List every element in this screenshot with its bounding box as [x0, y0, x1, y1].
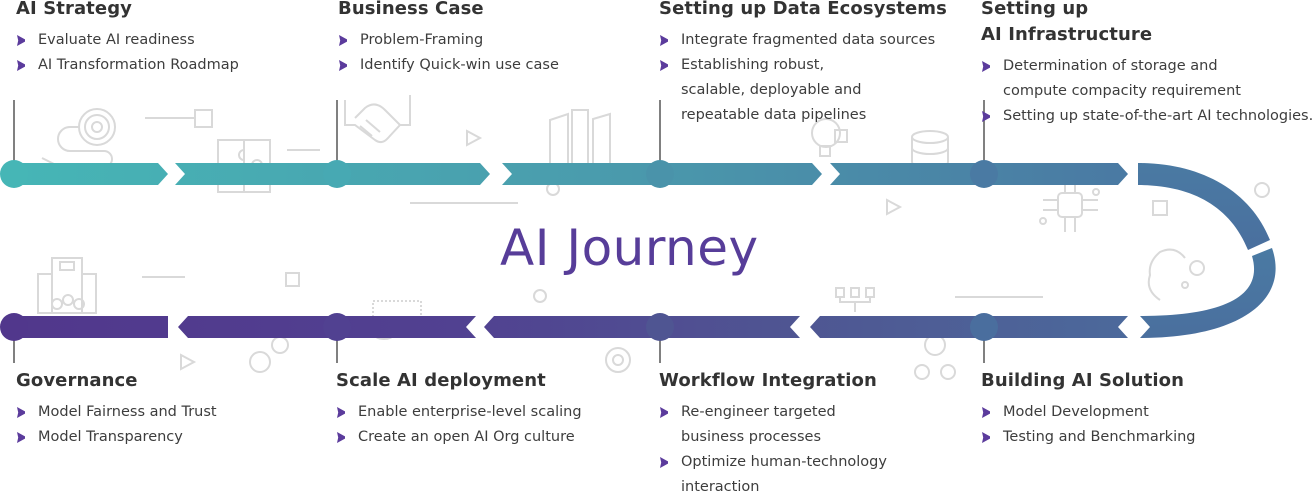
stage-items: Evaluate AI readiness AI Transformation …: [16, 28, 316, 78]
bullet-icon: [339, 60, 347, 71]
organization-icon: [37, 257, 97, 314]
bullet-icon: [337, 432, 345, 443]
gear-icon: [249, 336, 289, 373]
stage-data-ecosystems: Setting up Data Ecosystems Integrate fra…: [659, 0, 949, 128]
play-triangle-decor: [466, 129, 483, 147]
list-item: Model Transparency: [16, 425, 316, 450]
bullet-icon: [17, 35, 25, 46]
list-item: Evaluate AI readiness: [16, 28, 316, 53]
decor-square: [1152, 200, 1168, 216]
list-item: Setting up state-of-the-art AI technolog…: [981, 104, 1312, 129]
stage-node: [970, 160, 998, 188]
stage-governance: Governance Model Fairness and Trust Mode…: [16, 368, 316, 450]
stage-node: [323, 313, 351, 341]
gears-icon: [914, 334, 956, 380]
stage-heading: Setting up Data Ecosystems: [659, 0, 947, 19]
play-triangle-decor: [180, 353, 197, 371]
stage-items: Problem-Framing Identify Quick-win use c…: [338, 28, 638, 78]
track-segment-arrow-right: [8, 163, 168, 185]
stage-node: [970, 313, 998, 341]
buildings-icon: [549, 109, 611, 165]
list-item: Testing and Benchmarking: [981, 425, 1301, 450]
list-item: Integrate fragmented data sources: [659, 28, 949, 53]
stage-heading: Governance: [16, 370, 138, 391]
stage-nodes: [0, 100, 998, 363]
stage-node: [646, 160, 674, 188]
target-icon: [41, 108, 116, 169]
track-curve-upper: [1138, 163, 1270, 250]
bullet-icon: [660, 407, 668, 418]
bullet-icon: [660, 60, 668, 71]
list-item: Problem-Framing: [338, 28, 638, 53]
ai-head-gear-icon: [1147, 248, 1205, 301]
stage-heading: Business Case: [338, 0, 484, 19]
list-item: Establishing robust, scalable, deployabl…: [659, 53, 891, 128]
list-item: AI Transformation Roadmap: [16, 53, 316, 78]
bullet-icon: [339, 35, 347, 46]
ai-chip-icon: [1039, 185, 1100, 232]
handshake-icon: [344, 95, 411, 144]
bullet-icon: [337, 407, 345, 418]
bullet-icon: [982, 111, 990, 122]
stage-heading: Scale AI deployment: [336, 370, 546, 391]
stage-node: [0, 313, 28, 341]
stage-heading: AI Strategy: [16, 0, 133, 19]
stage-node: [646, 313, 674, 341]
stage-ai-strategy: AI Strategy Evaluate AI readiness AI Tra…: [16, 0, 316, 78]
stage-node: [323, 160, 351, 188]
list-item: Enable enterprise-level scaling: [336, 400, 646, 425]
list-item: Model Fairness and Trust: [16, 400, 316, 425]
list-item: Determination of storage and compute com…: [981, 54, 1248, 104]
bullet-icon: [982, 407, 990, 418]
list-item: Identify Quick-win use case: [338, 53, 638, 78]
track-curve-lower: [1140, 248, 1276, 338]
bullet-icon: [982, 432, 990, 443]
decor-square: [194, 109, 213, 128]
decor-square: [285, 272, 300, 287]
org-chart-icon: [835, 287, 875, 312]
stage-items: Determination of storage and compute com…: [981, 54, 1312, 129]
stage-building-ai-solution: Building AI Solution Model Development T…: [981, 368, 1301, 450]
bullet-icon: [982, 61, 990, 72]
track-segment-arrow-left: [810, 316, 1128, 338]
stage-heading: Building AI Solution: [981, 370, 1185, 391]
diagram-title: AI Journey: [500, 219, 759, 277]
track-segment-arrow-left: [484, 316, 800, 338]
track-segment-arrow-left: [8, 316, 168, 338]
list-item: Optimize human-technology interaction: [659, 450, 916, 500]
bullet-icon: [660, 457, 668, 468]
list-item: Re-engineer targeted business processes: [659, 400, 871, 450]
bullet-icon: [17, 407, 25, 418]
stage-workflow-integration: Workflow Integration Re-engineer targete…: [659, 368, 949, 500]
decor-circle: [533, 289, 547, 303]
stage-heading: Workflow Integration: [659, 370, 877, 391]
data-ecosystem-icon: [811, 118, 848, 157]
bullet-icon: [17, 60, 25, 71]
decor-circle: [1254, 182, 1270, 198]
stage-items: Model Development Testing and Benchmarki…: [981, 400, 1301, 450]
bullet-icon: [17, 432, 25, 443]
stage-items: Enable enterprise-level scaling Create a…: [336, 400, 646, 450]
stage-items: Re-engineer targeted business processes …: [659, 400, 949, 500]
database-icon: [911, 130, 949, 169]
list-item: Model Development: [981, 400, 1301, 425]
play-triangle-decor: [886, 198, 903, 216]
stage-scale-ai-deployment: Scale AI deployment Enable enterprise-le…: [336, 368, 646, 450]
gear-icon: [605, 347, 631, 373]
stage-business-case: Business Case Problem-Framing Identify Q…: [338, 0, 638, 78]
stage-items: Model Fairness and Trust Model Transpare…: [16, 400, 316, 450]
stage-node: [0, 160, 28, 188]
stage-items: Integrate fragmented data sources Establ…: [659, 28, 949, 128]
bullet-icon: [660, 35, 668, 46]
list-item: Create an open AI Org culture: [336, 425, 646, 450]
